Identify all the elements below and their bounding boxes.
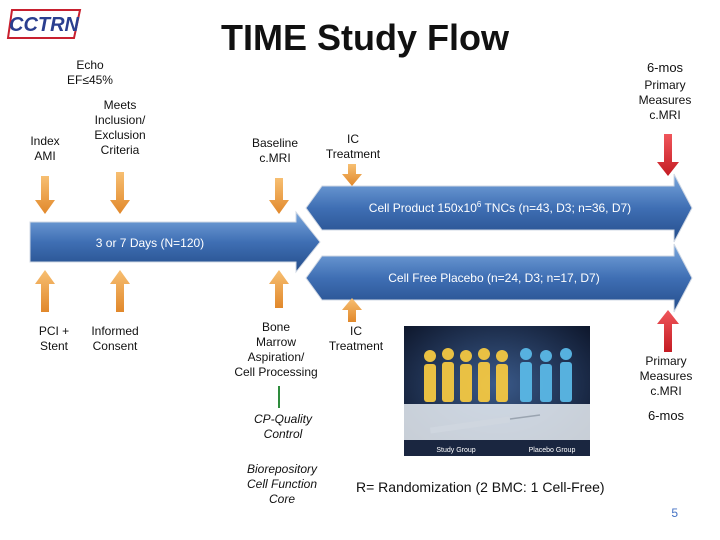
slide-number: 5	[671, 506, 678, 520]
logo-text: CCTRN	[9, 14, 80, 36]
ic-treatment-bottom-arrow	[342, 298, 362, 322]
main-timeline-arrow	[29, 210, 321, 274]
study-group-caption: Study Group	[436, 447, 475, 454]
slide-title: TIME Study Flow	[221, 17, 509, 58]
baseline-cmri-label: Baseline c.MRI	[251, 136, 299, 165]
placebo-arrow	[305, 243, 693, 313]
informed-consent-label: Informed Consent	[91, 324, 139, 353]
baseline-cmri-arrow	[269, 178, 289, 214]
placebo-label: Cell Free Placebo (n=24, D3; n=17, D7)	[388, 271, 599, 285]
primary-measures-bottom-label: Primary Measures c.MRI	[639, 354, 693, 398]
syringe-icon	[429, 414, 541, 434]
bone-marrow-arrow	[269, 270, 289, 308]
index-ami-arrow	[35, 176, 55, 214]
echo-label: Echo EF≤45%	[67, 58, 113, 87]
cp-quality-label: CP-Quality Control	[253, 412, 312, 441]
pci-stent-arrow	[35, 270, 55, 312]
cell-product-label: Cell Product 150x106 TNCs (n=43, D3; n=3…	[369, 200, 631, 215]
primary-measures-top-label: Primary Measures c.MRI	[638, 78, 692, 122]
people-figures	[424, 348, 572, 402]
cell-product-arrow	[305, 173, 693, 243]
index-ami-label: Index AMI	[30, 134, 60, 163]
informed-consent-arrow	[110, 270, 130, 312]
criteria-arrow	[110, 172, 130, 214]
main-timeline-label: 3 or 7 Days (N=120)	[96, 236, 204, 250]
bone-marrow-label: Bone Marrow Aspiration/ Cell Processing	[234, 320, 318, 379]
ic-treatment-bottom-label: IC Treatment	[328, 324, 384, 353]
study-group-photo: Study Group Placebo Group	[404, 326, 590, 456]
primary-measures-top-arrow	[657, 134, 679, 176]
six-mos-top-label: 6-mos	[646, 60, 684, 75]
primary-measures-bottom-arrow	[657, 310, 679, 352]
ic-treatment-top-label: IC Treatment	[325, 132, 381, 161]
meets-criteria-label: Meets Inclusion/ Exclusion Criteria	[94, 98, 146, 157]
biorepository-label: Biorepository Cell Function Core	[246, 462, 318, 506]
cctrn-logo: CCTRN	[6, 9, 82, 39]
randomization-note: R= Randomization (2 BMC: 1 Cell-Free)	[356, 479, 605, 495]
pci-stent-label: PCI + Stent	[38, 324, 70, 353]
six-mos-bottom-label: 6-mos	[647, 408, 685, 423]
ic-treatment-top-arrow	[342, 164, 362, 186]
placebo-group-caption: Placebo Group	[529, 447, 576, 454]
